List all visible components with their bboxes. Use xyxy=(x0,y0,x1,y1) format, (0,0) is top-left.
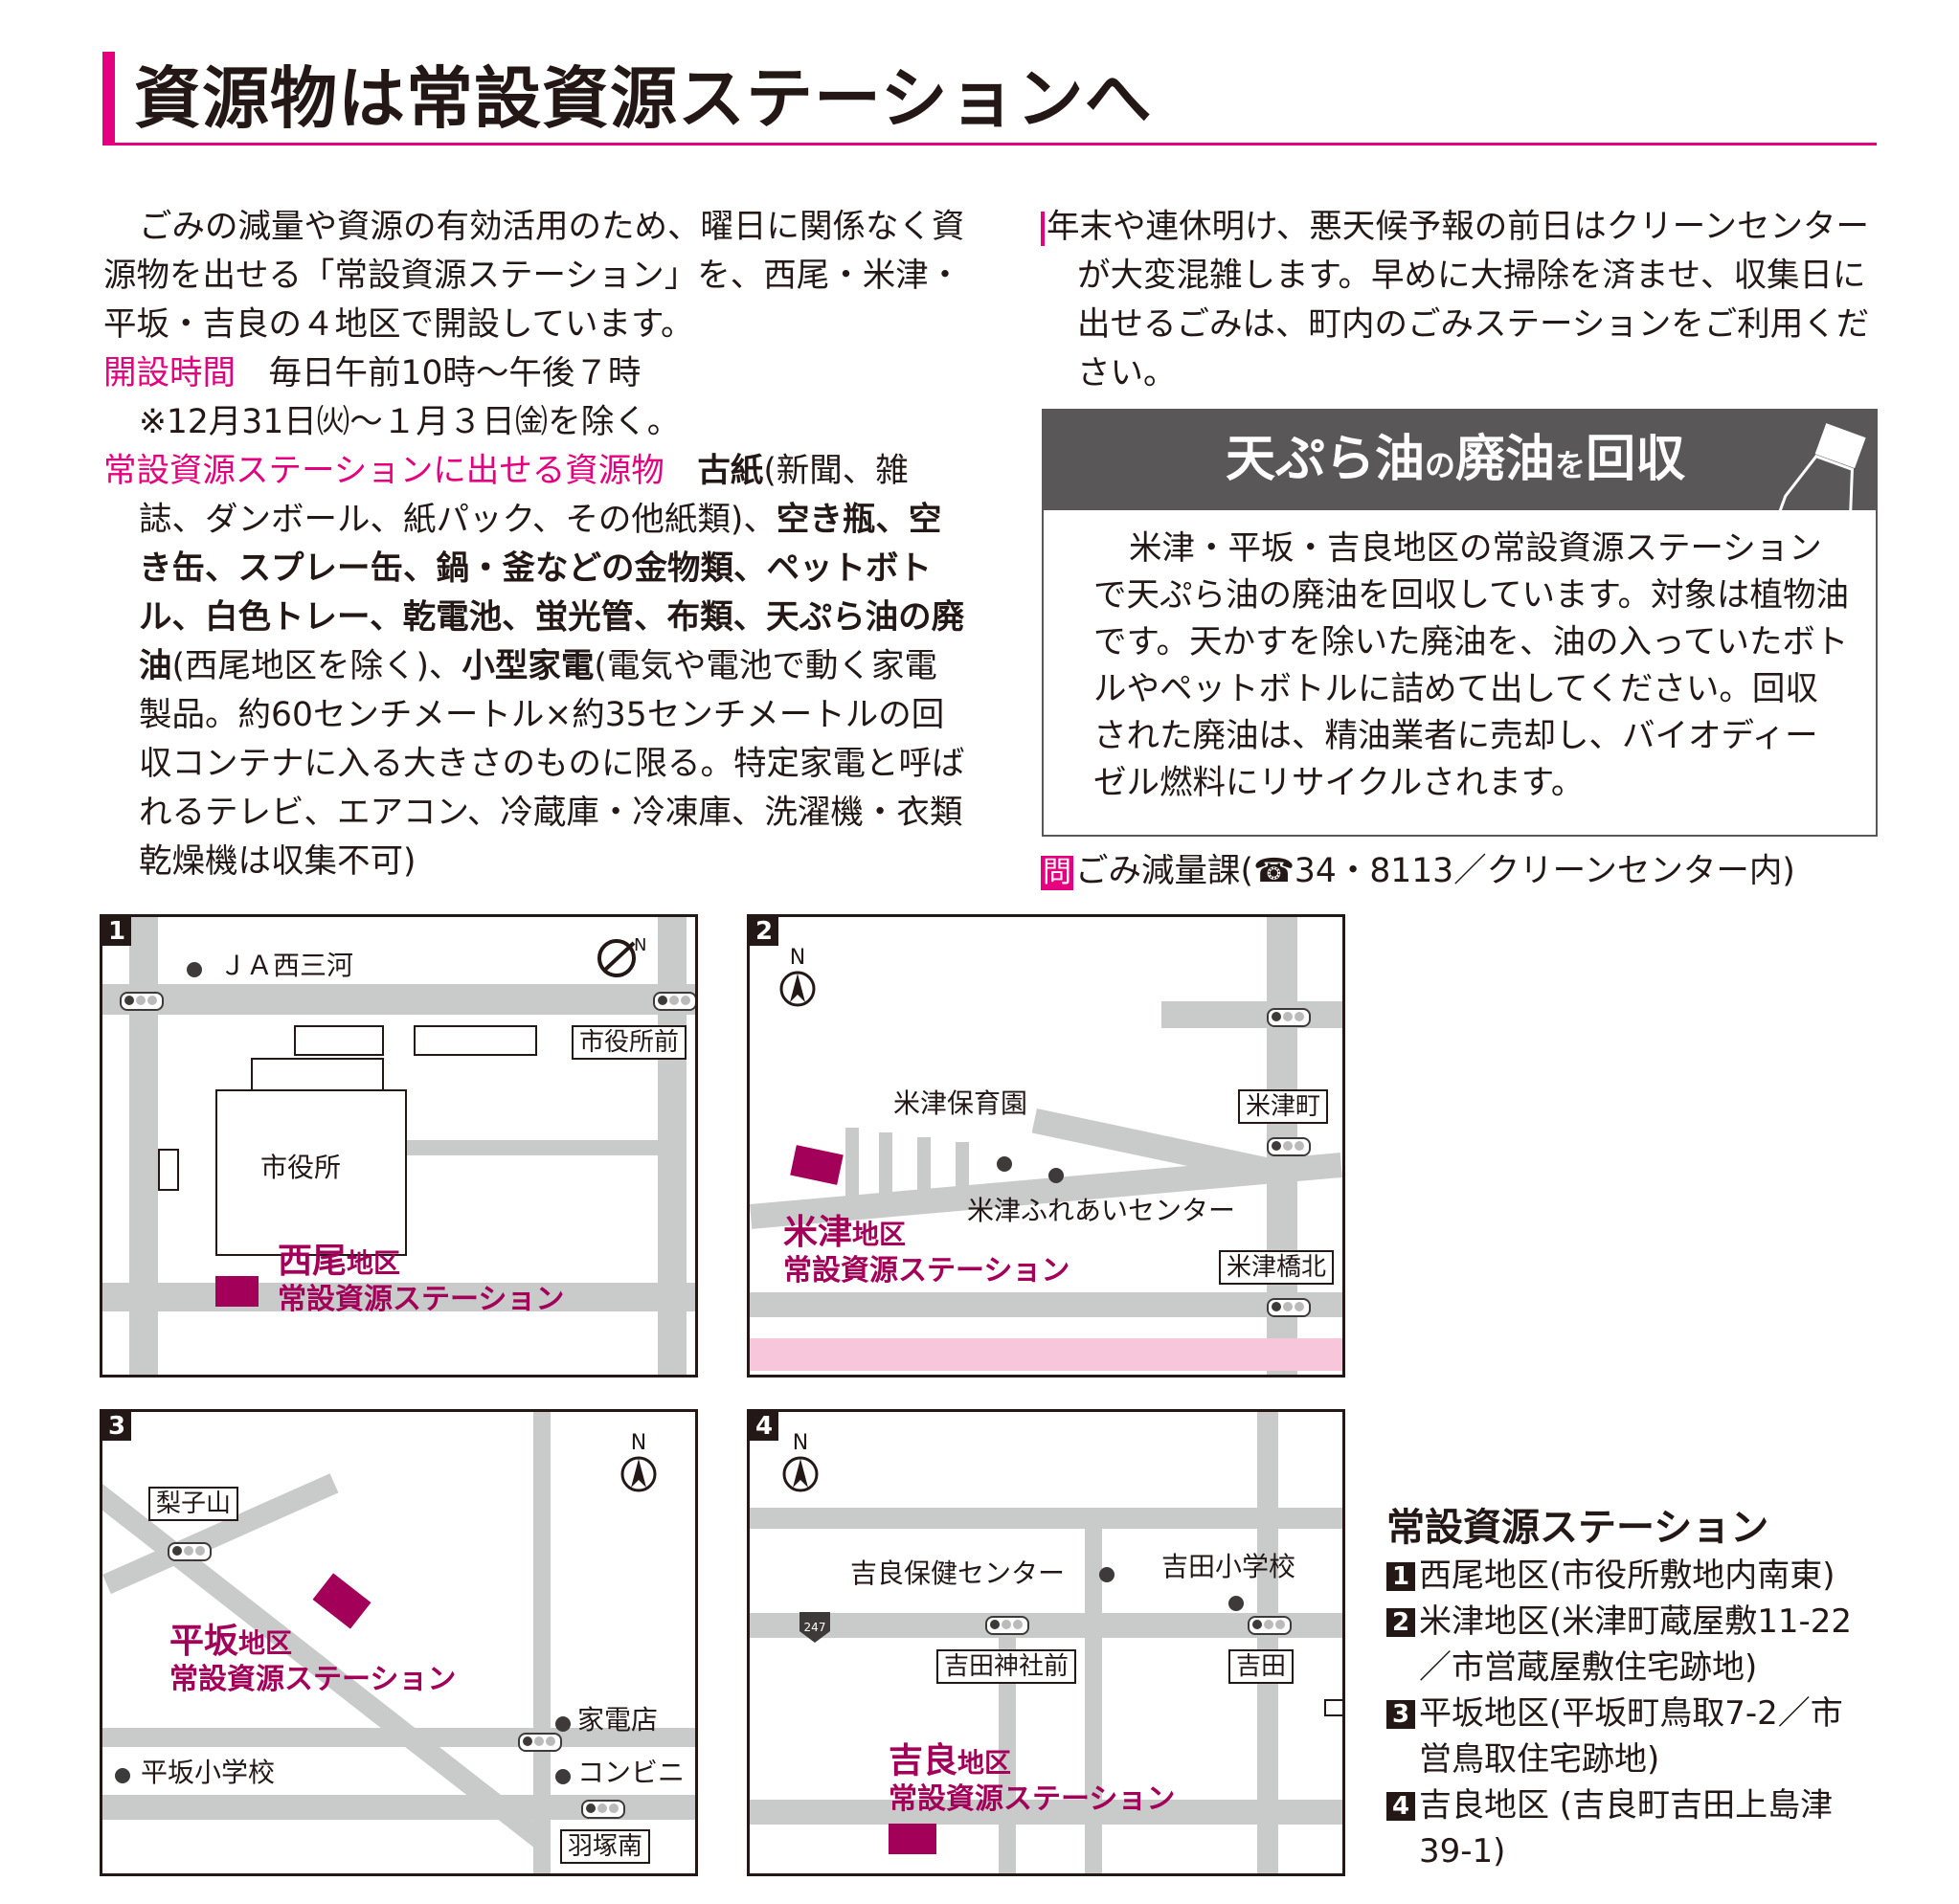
hours-label: 開設時間 xyxy=(103,354,236,392)
traffic-signal-icon xyxy=(581,1800,625,1819)
intro-paragraph: ごみの減量や資源の有効活用のため、曜日に関係なく資源物を出せる「常設資源ステーシ… xyxy=(103,208,965,344)
items-paragraph: 常設資源ステーションに出せる資源物 古紙(新聞、雑誌、ダンボール、紙パック、その… xyxy=(103,447,965,886)
left-column: ごみの減量や資源の有効活用のため、曜日に関係なく資源物を出せる「常設資源ステーシ… xyxy=(103,203,965,886)
hours-note: ※12月31日㈫～１月３日㈮を除く。 xyxy=(139,403,681,441)
school-label: 平坂小学校 xyxy=(141,1757,276,1788)
signal-label: 米津橋北 xyxy=(1219,1250,1335,1285)
north-arrow-icon xyxy=(779,971,816,1007)
north-arrow-icon xyxy=(782,1456,819,1492)
items-text-4: (西尾地区を除く)、 xyxy=(171,647,462,685)
svg-text:247: 247 xyxy=(804,1621,826,1634)
items-label: 常設資源ステーションに出せる資源物 xyxy=(103,452,664,490)
station-name: 平坂地区常設資源ステーション xyxy=(169,1622,457,1696)
store-label: 家電店 xyxy=(577,1704,659,1736)
hours-value: 毎日午前10時～午後７時 xyxy=(268,354,642,392)
oil-body-text: 米津・平坂・吉良地区の常設資源ステーションで天ぷら油の廃油を回収しています。対象… xyxy=(1093,529,1850,802)
traffic-signal-icon xyxy=(985,1616,1029,1635)
north-label: N xyxy=(789,946,806,970)
traffic-signal-icon xyxy=(653,992,695,1011)
right-column: 他年末や連休明け、悪天候予報の前日はクリーンセンターが大変混雑します。早めに大掃… xyxy=(1006,203,1883,398)
items-bold-3: 空き瓶、空き缶、スプレー缶、鍋・釜などの金物類、ペットボトル、白色トレー、乾電池… xyxy=(139,501,965,685)
signal-label: 市役所前 xyxy=(572,1025,687,1060)
signal-label: 米津町 xyxy=(1238,1089,1329,1124)
traffic-signal-icon xyxy=(1267,1298,1311,1317)
signal-label: 梨子山 xyxy=(148,1487,239,1521)
items-text-2: (新聞、雑誌、ダンボール、紙パック、その他紙類)、 xyxy=(139,452,909,539)
map-heisaka: 3 N 梨子山 家電店 平坂小学校 コンビニ 羽塚南 平坂地区常設資源ステーショ… xyxy=(100,1409,698,1876)
oil-box-header: 天ぷら油の廃油を回収 xyxy=(1044,411,1876,638)
items-text-6: (電気や電池で動く家電製品。約60センチメートル×約35センチメートルの回収コン… xyxy=(139,647,965,881)
oil-box-body: 米津・平坂・吉良地区の常設資源ステーションで天ぷら油の廃油を回収しています。対象… xyxy=(1093,526,1850,807)
station-marker xyxy=(215,1276,259,1307)
traffic-signal-icon xyxy=(1248,1616,1292,1635)
ja-label: ＪＡ西三河 xyxy=(219,950,354,981)
other-text: 年末や連休明け、悪天候予報の前日はクリーンセンターが大変混雑します。早めに大掃除… xyxy=(1047,208,1870,392)
traffic-signal-icon xyxy=(518,1733,562,1752)
contact-text: ごみ減量課(☎34・8113／クリーンセンター内) xyxy=(1075,852,1795,890)
traffic-signal-icon xyxy=(120,992,164,1011)
title-underline xyxy=(102,143,1877,146)
other-tag: 他 xyxy=(1006,212,1045,246)
north-arrow-icon: N xyxy=(597,935,646,977)
station-name: 吉良地区常設資源ステーション xyxy=(889,1741,1176,1816)
legend-title: 常設資源ステーション xyxy=(1386,1506,1769,1550)
svg-text:N: N xyxy=(634,935,646,955)
items-bold-1: 古紙 xyxy=(697,452,764,490)
north-label: N xyxy=(792,1431,809,1455)
traffic-signal-icon xyxy=(168,1542,212,1561)
school-label: 吉田小学校 xyxy=(1161,1551,1296,1582)
station-marker xyxy=(889,1824,936,1854)
items-bold-5: 小型家電 xyxy=(462,647,595,685)
map-number: 3 xyxy=(102,1412,131,1441)
other-paragraph: 他年末や連休明け、悪天候予報の前日はクリーンセンターが大変混雑します。早めに大掃… xyxy=(1006,203,1883,398)
signal-label: 羽塚南 xyxy=(560,1829,651,1864)
bottle-icon xyxy=(1752,423,1866,638)
center-label: 米津ふれあいセンター xyxy=(967,1195,1236,1226)
north-label: N xyxy=(630,1431,647,1455)
station-name: 米津地区常設資源ステーション xyxy=(783,1213,1070,1288)
health-center-label: 吉良保健センター xyxy=(850,1557,1066,1589)
map-yonezu: 2 N 米津町 米津橋北 米津保育園 米津ふれあいセンター 米津地区常設資源ステ… xyxy=(747,914,1345,1378)
map-kira: 4 N 吉良保健センター 吉田小学校 247 吉田神社前 吉田 吉良地区常設資源… xyxy=(747,1409,1345,1876)
signal-label: 吉田神社前 xyxy=(936,1649,1077,1684)
traffic-signal-icon xyxy=(1267,1008,1311,1027)
oil-collection-box: 天ぷら油の廃油を回収 米津・平坂・吉良地区の常設資源ステーションで天ぷら油の廃油… xyxy=(1042,409,1878,837)
nursery-label: 米津保育園 xyxy=(893,1087,1028,1119)
traffic-signal-icon xyxy=(1267,1137,1311,1156)
page-title: 資源物は常設資源ステーションへ xyxy=(134,59,1153,138)
oil-box-title: 天ぷら油の廃油を回収 xyxy=(1226,431,1686,488)
contact-tag: 問 xyxy=(1041,856,1073,890)
map-number: 4 xyxy=(750,1412,778,1441)
route-shield-icon: 247 xyxy=(799,1612,830,1643)
map-nishio: 1 ＪＡ西三河 N 市役所前 市役所 西尾地区常設資源ステーション xyxy=(100,914,698,1378)
cityhall-label: 市役所 xyxy=(260,1152,342,1183)
north-arrow-icon xyxy=(620,1456,657,1492)
map-number: 2 xyxy=(750,917,778,946)
signal-label: 吉田 xyxy=(1228,1649,1295,1684)
map-number: 1 xyxy=(102,917,131,946)
contact-line: 問ごみ減量課(☎34・8113／クリーンセンター内) xyxy=(1041,847,1795,895)
hours-line: 開設時間 毎日午前10時～午後７時 xyxy=(103,349,965,398)
title-accent-bar xyxy=(102,52,115,143)
station-marker xyxy=(790,1145,844,1185)
station-name: 西尾地区常設資源ステーション xyxy=(278,1242,565,1316)
conv-label: コンビニ xyxy=(577,1757,686,1788)
